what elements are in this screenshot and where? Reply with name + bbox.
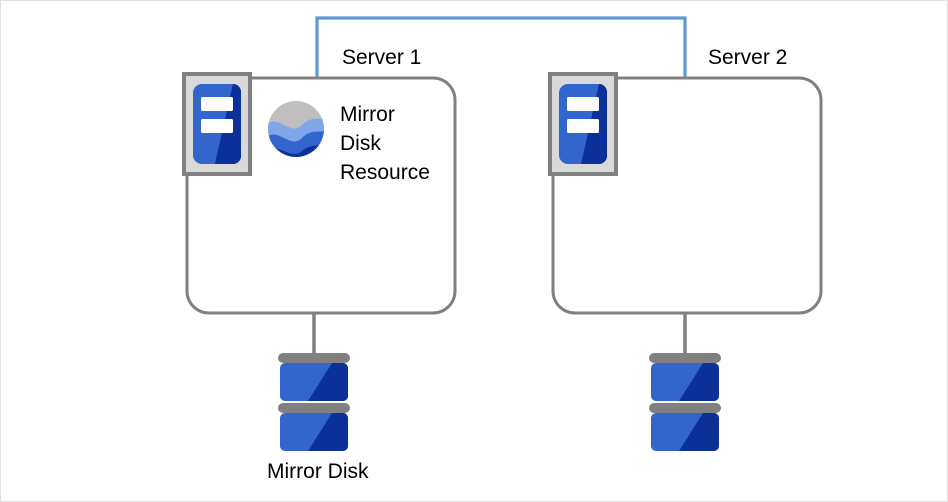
disk-stack-icon <box>649 353 721 451</box>
disk-stack-icon <box>278 353 350 451</box>
server-2-box <box>551 76 823 315</box>
mirror-disk-resource-label-line1: Mirror <box>340 103 395 126</box>
server-2-label: Server 2 <box>708 46 788 69</box>
mirror-disk-resource-label-line3: Resource <box>340 161 430 184</box>
mirror-connect-link <box>315 16 687 78</box>
mirror-disk-label: Mirror Disk <box>267 460 369 483</box>
server-1-label: Server 1 <box>342 46 422 69</box>
mirror-disk-resource-label-line2: Disk <box>340 132 381 155</box>
server-1-box <box>185 76 457 315</box>
server-icon <box>182 72 252 176</box>
mirror-disk-resource-globe-icon <box>268 101 324 157</box>
server-icon <box>548 72 618 176</box>
